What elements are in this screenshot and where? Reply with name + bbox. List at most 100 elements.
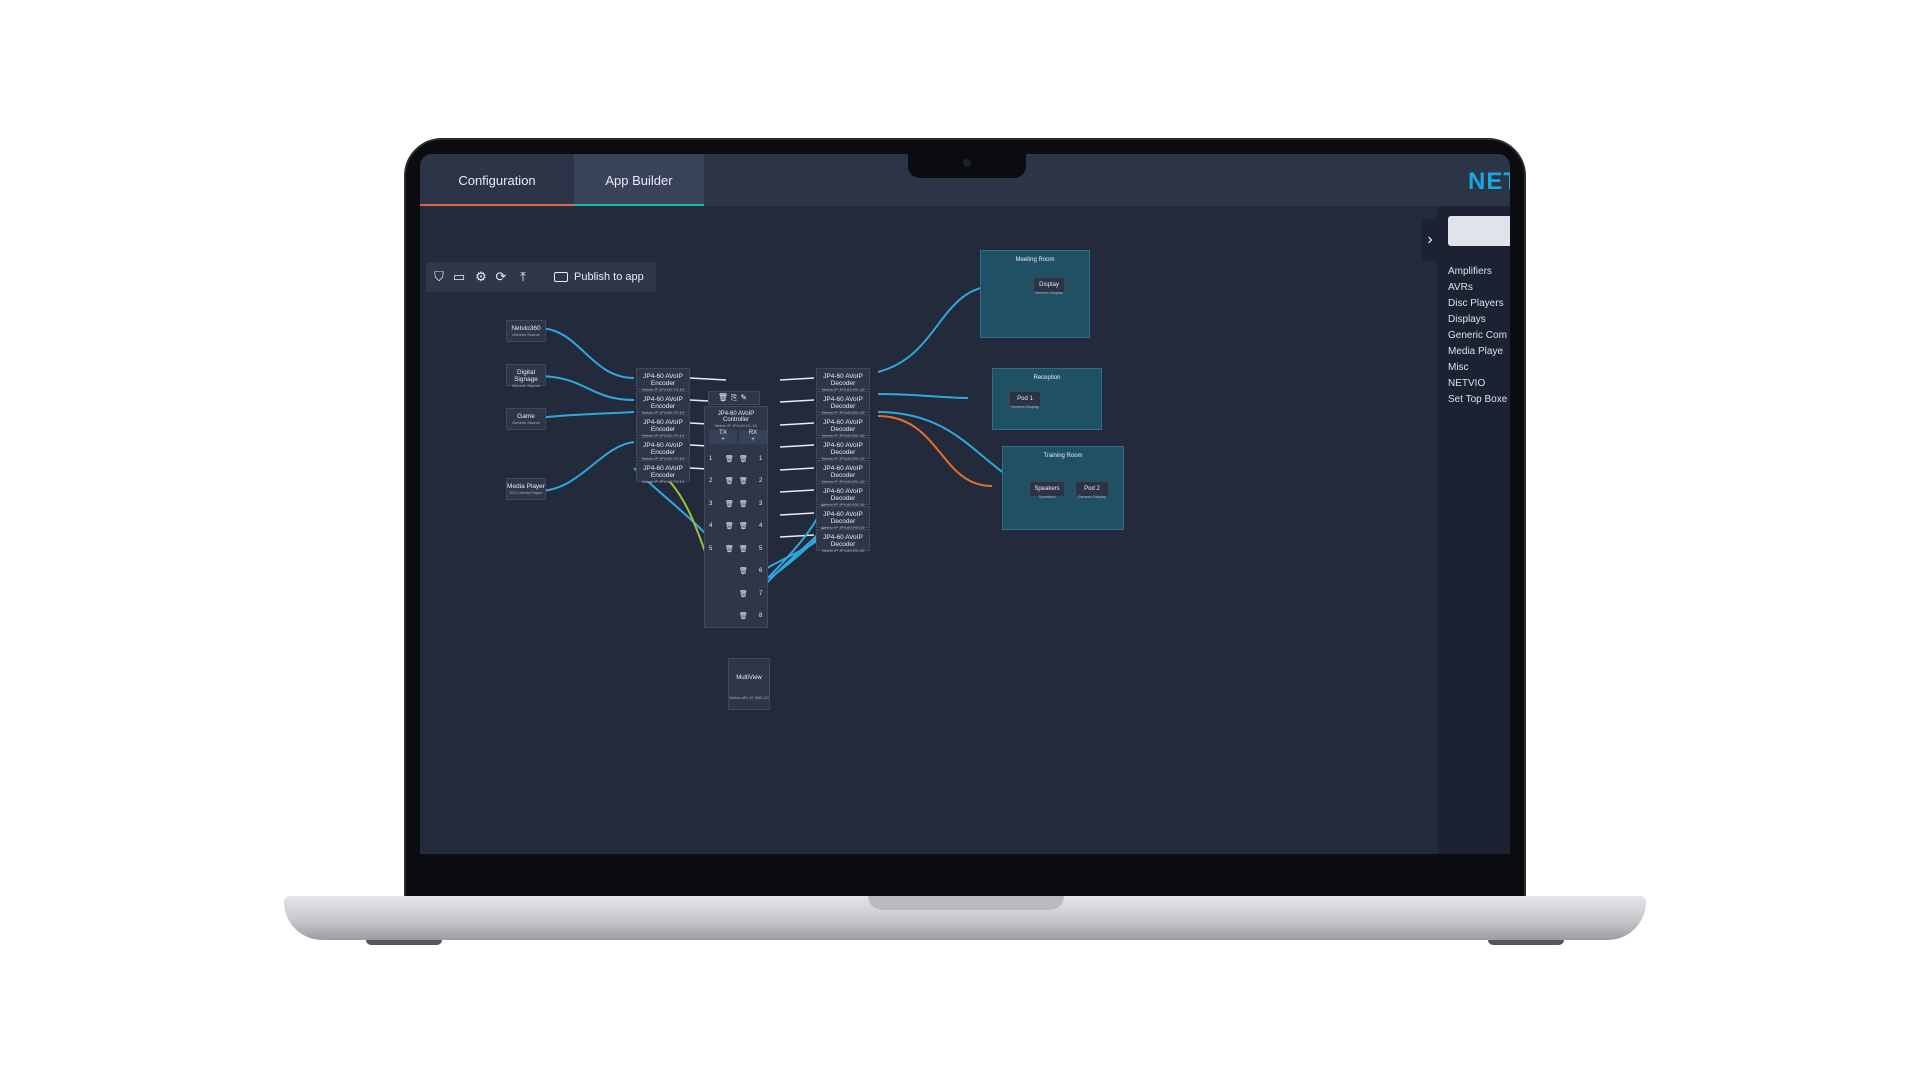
decoder-node[interactable]: JP4-60 AVoIP Decoder Netvio IP JP4-60-RX… (816, 506, 870, 530)
room-training-room[interactable]: Training Room Speakers Speakers Pod 2 Ge… (1002, 446, 1124, 530)
trash-icon[interactable]: 🗑 (739, 523, 748, 530)
rx-row-number: 1 (759, 456, 763, 462)
encoder-model: Netvio IP JP4-60-TX-10 (641, 479, 685, 484)
decoder-node[interactable]: JP4-60 AVoIP Decoder Netvio IP JP4-60-RX… (816, 483, 870, 507)
device-type: Generic Display (1034, 290, 1064, 295)
rx-row-number: 5 (759, 546, 763, 552)
encoder-node[interactable]: JP4-60 AVoIP Encoder Netvio IP JP4-60-TX… (636, 391, 690, 415)
wire (877, 393, 969, 399)
wire (877, 415, 993, 487)
gear-icon[interactable]: ⚙ (475, 269, 487, 284)
decoder-node[interactable]: JP4-60 AVoIP Decoder Netvio IP JP4-60-RX… (816, 368, 870, 392)
device-node[interactable]: Display Generic Display (1033, 277, 1065, 295)
wire (537, 411, 635, 419)
tab-app-builder[interactable]: App Builder (574, 154, 704, 206)
tx-row-number: 2 (709, 478, 713, 484)
room-meeting-room[interactable]: Meeting Room Display Generic Display (980, 250, 1090, 338)
wire (537, 375, 635, 401)
encoder-name: JP4-60 AVoIP Encoder (643, 373, 683, 387)
trash-icon[interactable]: 🗑 (739, 478, 748, 485)
laptop-foot (366, 940, 442, 945)
encoder-name: JP4-60 AVoIP Encoder (643, 419, 683, 433)
device-type: Speakers (1038, 494, 1056, 499)
tab-configuration[interactable]: Configuration (420, 154, 574, 206)
trash-icon[interactable]: 🗑 (739, 568, 748, 575)
publish-to-app-button[interactable]: Publish to app (554, 262, 644, 292)
trash-icon[interactable]: 🗑 (725, 456, 734, 463)
trash-icon[interactable]: 🗑 (725, 501, 734, 508)
wire (779, 422, 815, 426)
device-type: Generic Display (1010, 404, 1040, 409)
wire (779, 467, 815, 471)
multiview-node[interactable]: MultiView Netvio MV-10 JMC-10 (728, 658, 770, 710)
sidebar-item-netvio[interactable]: NETVIO (1448, 378, 1486, 389)
source-node[interactable]: Media Player DCC Media Player (506, 478, 546, 500)
sidebar-search-input[interactable] (1448, 216, 1510, 246)
encoder-node[interactable]: JP4-60 AVoIP Encoder Netvio IP JP4-60-TX… (636, 460, 690, 484)
laptop-foot (1488, 940, 1564, 945)
sidebar-item-set-top-boxes[interactable]: Set Top Boxe (1448, 394, 1508, 405)
trash-icon[interactable]: 🗑 (739, 591, 748, 598)
trash-icon[interactable]: 🗑 (725, 546, 734, 553)
encoder-name: JP4-60 AVoIP Encoder (643, 396, 683, 410)
encoder-node[interactable]: JP4-60 AVoIP Encoder Netvio IP JP4-60-TX… (636, 437, 690, 461)
decoder-node[interactable]: JP4-60 AVoIP Decoder Netvio IP JP4-60-RX… (816, 460, 870, 484)
sidebar-item-disc-players[interactable]: Disc Players (1448, 298, 1504, 309)
encoder-node[interactable]: JP4-60 AVoIP Encoder Netvio IP JP4-60-TX… (636, 414, 690, 438)
sidebar-toggle-button[interactable]: › (1422, 219, 1438, 261)
decoder-node[interactable]: JP4-60 AVoIP Decoder Netvio IP JP4-60-RX… (816, 437, 870, 461)
rx-header[interactable]: RX + (739, 430, 767, 444)
tx-label: TX (719, 430, 727, 436)
encoder-name: JP4-60 AVoIP Encoder (643, 465, 683, 479)
trash-icon[interactable]: 🗑 (739, 501, 748, 508)
decoder-node[interactable]: JP4-60 AVoIP Decoder Netvio IP JP4-60-RX… (816, 529, 870, 553)
device-name: Speakers (1034, 486, 1060, 492)
source-type: Generic Source (512, 332, 540, 337)
encoder-node[interactable]: JP4-60 AVoIP Encoder Netvio IP JP4-60-TX… (636, 368, 690, 392)
encoder-model: Netvio IP JP4-60-TX-10 (641, 433, 685, 438)
device-node[interactable]: Pod 2 Generic Display (1075, 481, 1109, 499)
flow-canvas[interactable]: Netvio360 Generic Source Digital Signage… (420, 206, 1438, 854)
decoder-node[interactable]: JP4-60 AVoIP Decoder Netvio IP JP4-60-RX… (816, 391, 870, 415)
app-screen: Configuration App Builder NET (420, 154, 1510, 854)
trash-icon[interactable]: 🗑 (739, 546, 748, 553)
sidebar-item-amplifiers[interactable]: Amplifiers (1448, 266, 1492, 277)
device-name: Pod 2 (1084, 486, 1100, 492)
source-node[interactable]: Netvio360 Generic Source (506, 320, 546, 342)
decoder-node[interactable]: JP4-60 AVoIP Decoder Netvio IP JP4-60-RX… (816, 414, 870, 438)
source-name: Media Player (507, 483, 545, 490)
refresh-icon[interactable]: ⟳ (495, 269, 507, 284)
encoder-name: JP4-60 AVoIP Encoder (643, 442, 683, 456)
device-library-sidebar: Amplifiers AVRs Disc Players Displays Ge… (1438, 206, 1510, 854)
wire (779, 512, 815, 516)
trash-icon[interactable]: 🗑 (725, 478, 734, 485)
source-type: DCC Media Player (509, 490, 543, 495)
tx-row-number: 4 (709, 523, 713, 529)
decoder-model: Netvio IP JP4-60-RX-10 (821, 479, 865, 484)
trash-icon[interactable]: 🗑 (739, 456, 748, 463)
sidebar-item-misc[interactable]: Misc (1448, 362, 1469, 373)
source-node[interactable]: Game Generic Source (506, 408, 546, 430)
trash-icon[interactable]: 🗑 (725, 523, 734, 530)
sidebar-item-displays[interactable]: Displays (1448, 314, 1486, 325)
controller-toolbar[interactable]: 🗑⎘✎ (708, 391, 760, 405)
trash-icon[interactable]: 🗑 (739, 613, 748, 620)
tx-header[interactable]: TX + (709, 430, 737, 444)
source-node[interactable]: Digital Signage Generic Source (506, 364, 546, 388)
sidebar-item-generic[interactable]: Generic Com (1448, 330, 1507, 341)
upload-icon[interactable]: ⤒ (520, 269, 526, 284)
tx-add[interactable]: + (721, 437, 725, 443)
device-node[interactable]: Pod 1 Generic Display (1009, 391, 1041, 409)
sidebar-item-avrs[interactable]: AVRs (1448, 282, 1473, 293)
rx-row-number: 8 (759, 613, 763, 619)
room-reception[interactable]: Reception Pod 1 Generic Display (992, 368, 1102, 430)
sidebar-item-media-players[interactable]: Media Playe (1448, 346, 1504, 357)
device-node[interactable]: Speakers Speakers (1029, 481, 1065, 499)
filter-icon[interactable]: ⛉ (434, 269, 444, 284)
canvas-toolbar: ⛉ ▭ ⚙ ⟳ ⤒ Publish to app (426, 262, 656, 292)
wire (877, 285, 997, 373)
rx-add[interactable]: + (751, 437, 755, 443)
video-icon[interactable]: ▭ (452, 269, 466, 284)
controller-node[interactable]: JP4-60 AVoIP Controller Netvio IP JP4-60… (704, 406, 768, 628)
controller-title: JP4-60 AVoIP Controller (717, 411, 755, 423)
